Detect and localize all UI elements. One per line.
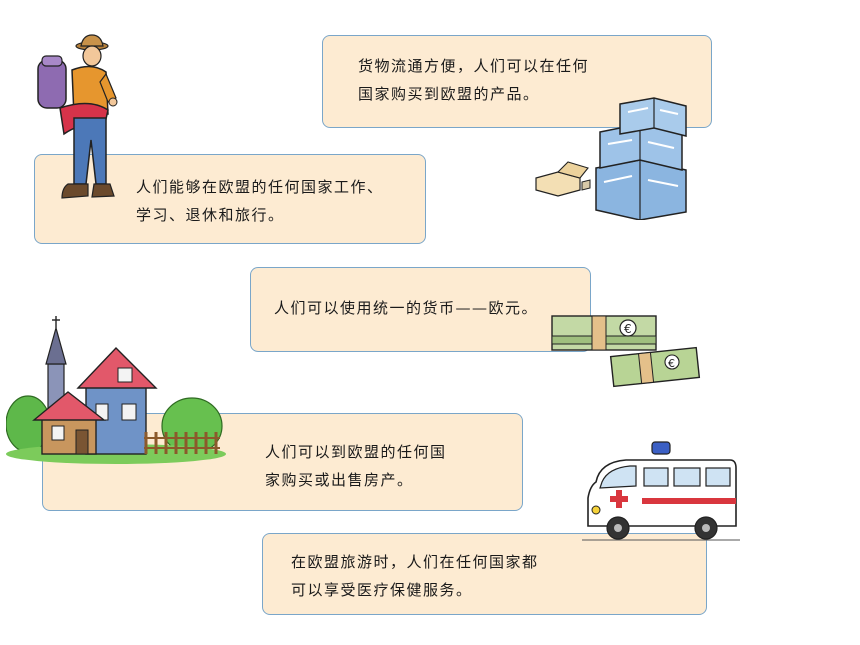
healthcare-text-line2: 可以享受医疗保健服务。 bbox=[291, 581, 473, 599]
svg-text:€: € bbox=[668, 357, 675, 370]
work-text-line1: 人们能够在欧盟的任何国家工作、 bbox=[136, 178, 384, 196]
houses-illustration bbox=[6, 316, 226, 464]
backpacker-illustration bbox=[37, 34, 118, 199]
work-text-line2: 学习、退休和旅行。 bbox=[136, 206, 285, 224]
info-card-euro bbox=[250, 267, 591, 352]
info-card-healthcare bbox=[262, 533, 707, 615]
property-text-line2: 家购买或出售房产。 bbox=[265, 471, 414, 489]
goods-text-line1: 货物流通方便，人们可以在任何 bbox=[358, 57, 590, 75]
svg-text:€: € bbox=[624, 322, 632, 336]
euro-text-line1: 人们可以使用统一的货币——欧元。 bbox=[274, 299, 539, 317]
ambulance-illustration bbox=[582, 441, 740, 541]
cargo-boxes-illustration bbox=[535, 97, 687, 220]
property-text-line1: 人们可以到欧盟的任何国 bbox=[265, 443, 447, 461]
goods-text-line2: 国家购买到欧盟的产品。 bbox=[358, 85, 540, 103]
euro-banknotes-illustration: € € bbox=[551, 315, 701, 388]
healthcare-text-line1: 在欧盟旅游时，人们在任何国家都 bbox=[291, 553, 539, 571]
